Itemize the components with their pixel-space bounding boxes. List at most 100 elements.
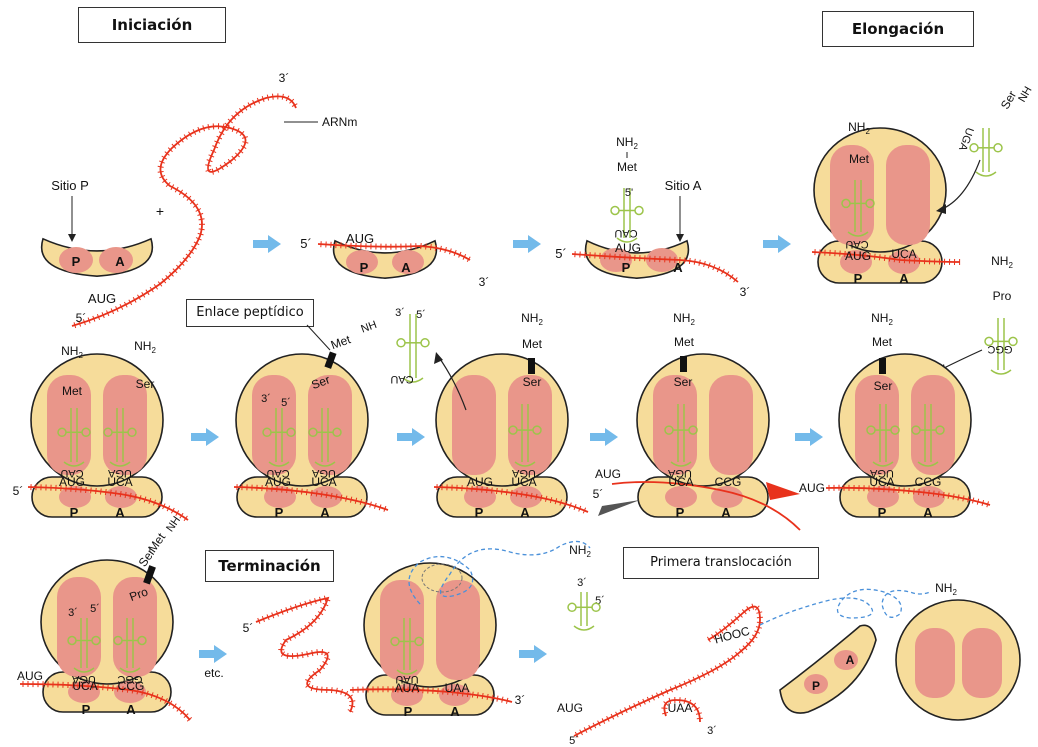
complex2-met-label: Met [617,160,638,174]
elong6-aug-codon: AUG [799,481,825,495]
translocation-forward-arrow [766,482,800,500]
incoming-pro-arrow [940,350,982,370]
term1-uca-codon: UCA [72,679,97,693]
a-label-complex1: A [401,260,411,275]
elong2-a-label: A [115,505,125,520]
term2-uaa-codon: UAA [445,681,470,695]
elong2-uca-codon: UCA [107,475,132,489]
elong5-met-label: Met [674,335,695,349]
leaving-trna [397,314,429,382]
term1-ccg-codon: CCG [118,679,145,693]
elong6-met-label: Met [872,335,893,349]
incoming-pro-trna-anticodon-loop [991,370,1011,374]
term2-aua-codon: AUA [395,681,420,695]
released-3prime-label: 3´ [707,725,717,737]
elong6-a-channel [911,375,955,475]
elong1-uca-codon: UCA [891,247,916,261]
term2-p-channel [380,580,424,680]
elong2-ser-label: Ser [136,377,155,391]
term1-p-label: P [82,702,91,717]
translocation-back-arrow [598,500,640,516]
elong3-aug-codon: AUG [265,475,291,489]
leaving-trna-3prime: 3´ [395,307,405,319]
released-p-label: P [812,679,820,693]
complex1-3prime-label: 3´ [479,275,490,289]
term2-5prime-label: 5´ [243,621,254,635]
mrna-label: ARNm [322,115,357,129]
elong2-met-label: Met [62,384,83,398]
term2-3prime-label: 3´ [515,693,526,707]
term2-released-trna-anticodon-loop [574,626,594,630]
released-mrna [574,607,760,736]
a-label-complex2: A [673,260,683,275]
released-uaa-codon: UAA [668,701,693,715]
elong5-nh2-label: NH2 [673,311,695,327]
elong4-p-label: P [475,505,484,520]
elong5-uca-codon: UCA [668,475,693,489]
elong1-aug-codon: AUG [845,249,871,263]
elong2-p-label: P [70,505,79,520]
term1-trna-3prime: 3´ [68,607,78,619]
elong6-a-label: A [923,505,933,520]
initiator-trna-initiation-loop-r [635,207,643,215]
a-site-pointer-head [676,234,684,242]
free-mrna-aug-codon: AUG [88,291,116,306]
complex2-aug-codon: AUG [615,241,641,255]
process-arrow-6 [590,428,618,446]
elong1-a-channel [886,145,930,245]
elong1-nh2-label: NH2 [848,120,870,136]
mrna-3prime-label: 3´ [279,71,290,85]
elong3-met-label: Met [329,332,353,352]
elong5-5prime-label: 5´ [593,487,604,501]
elong4-nh2-label: NH2 [521,311,543,327]
plus-sign: + [156,203,164,219]
elong5-aug-codon-left: AUG [595,467,621,481]
released-peptide-chain [760,589,930,625]
complex2-nh2-label: NH2 [616,135,638,151]
elong2-nh2-ser: NH2 [134,339,156,355]
leaving-cau-anticodon: CAU [390,373,413,385]
process-arrow-7 [795,428,823,446]
released-hooc-label: HOOC [713,624,752,647]
released-large-p-channel [915,628,955,698]
term2-coiled-mrna [256,598,353,712]
process-arrow-3 [763,235,791,253]
term2-released-trna-loop-l [568,603,576,611]
a-site-label: Sitio A [665,178,702,193]
term2-p-label: P [404,704,413,719]
elong4-met-label: Met [522,337,543,351]
peptide-bond-pointer [307,325,330,350]
released-a-label: A [846,653,855,667]
term1-aug-codon: AUG [17,669,43,683]
complex1-5prime-label: 5´ [300,236,312,251]
a-label-elong1: A [899,271,909,286]
mrna-5prime-label: 5´ [76,311,87,325]
incoming-ser-trna-anticodon-loop [976,172,996,176]
incoming-ggc-anticodon: GGC [987,343,1012,355]
released-nh2-label: NH2 [935,581,957,597]
released-small-subunit [780,625,876,713]
term1-trna-5prime: 5´ [90,603,100,615]
complex2-trna-5prime: 5' [625,187,633,199]
elong3-trna-5prime: 5´ [281,397,291,409]
p-label-elong1: P [854,271,863,286]
elong6-nh2-label: NH2 [871,311,893,327]
elong6-ccg-codon: CCG [915,475,942,489]
elong2-5prime-label: 5´ [13,484,24,498]
elong3-nh2-label: NH [359,319,378,336]
elong4-peptide-bond-mark [528,358,535,374]
elong3-uca-codon: UCA [311,475,336,489]
leaving-trna-5prime: 5´ [416,309,426,321]
elong3-trna-3prime: 3´ [261,393,271,405]
incoming-pro-nh2-label: NH2 [991,254,1013,270]
leaving-trna-loop-r [421,339,429,347]
released-5prime-label: 5´ [569,735,579,747]
released-aug-codon: AUG [557,701,583,715]
process-arrow-1 [253,235,281,253]
term1-a-label: A [126,702,136,717]
elong5-a-channel [709,375,753,475]
a-label-free: A [115,254,125,269]
term2-trna-3prime: 3´ [577,577,587,589]
incoming-pro-label: Pro [993,289,1012,303]
process-arrow-2 [513,235,541,253]
